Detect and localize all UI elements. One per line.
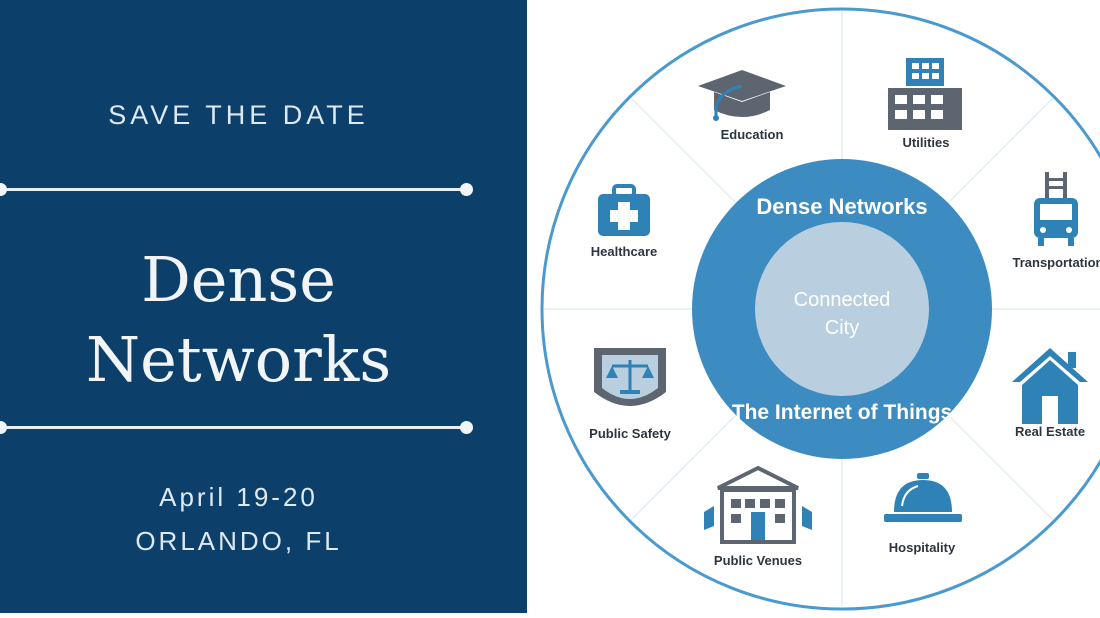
- tram-icon: [1034, 172, 1078, 246]
- divider-bottom: [0, 421, 473, 434]
- divider-dot: [0, 421, 7, 434]
- event-location: ORLANDO, FL: [135, 526, 342, 556]
- medical-kit-icon: [598, 184, 650, 236]
- connected-city-core: [755, 222, 929, 396]
- internet-of-things-label: The Internet of Things: [732, 401, 953, 424]
- sector-label-real-estate: Real Estate: [1015, 424, 1085, 439]
- save-the-date-heading: SAVE THE DATE: [108, 100, 369, 130]
- connected-city-line2: City: [825, 317, 859, 339]
- divider-top: [0, 183, 473, 196]
- sector-label-healthcare: Healthcare: [591, 244, 657, 259]
- event-title: Dense Networks: [0, 240, 477, 400]
- sector-dividers: [544, 11, 1100, 607]
- connected-city-line1: Connected: [794, 289, 891, 311]
- divider-dot: [0, 183, 7, 196]
- building-icon: [888, 58, 962, 130]
- sector-label-education: Education: [721, 127, 784, 142]
- divider-dot: [460, 183, 473, 196]
- sector-label-public-venues: Public Venues: [714, 553, 802, 568]
- graduation-cap-icon: [698, 70, 786, 121]
- house-icon: [1012, 348, 1088, 424]
- save-the-date-panel: SAVE THE DATE Dense Networks April 19-20…: [0, 0, 527, 613]
- event-date: April 19-20: [159, 482, 318, 512]
- sector-label-transportation: Transportation: [1012, 255, 1100, 270]
- sector-label-utilities: Utilities: [903, 135, 950, 150]
- event-title-line1: Dense: [141, 243, 336, 316]
- connected-city-diagram: Dense Networks The Internet of Things Co…: [540, 7, 1100, 611]
- sector-label-public-safety: Public Safety: [589, 426, 671, 441]
- dense-networks-label: Dense Networks: [756, 194, 927, 219]
- scales-shield-icon: [594, 348, 666, 406]
- divider-dot: [460, 421, 473, 434]
- service-bell-icon: [884, 473, 962, 522]
- event-title-line2: Networks: [85, 323, 392, 396]
- venue-building-icon: [704, 465, 812, 544]
- sector-label-hospitality: Hospitality: [889, 540, 956, 555]
